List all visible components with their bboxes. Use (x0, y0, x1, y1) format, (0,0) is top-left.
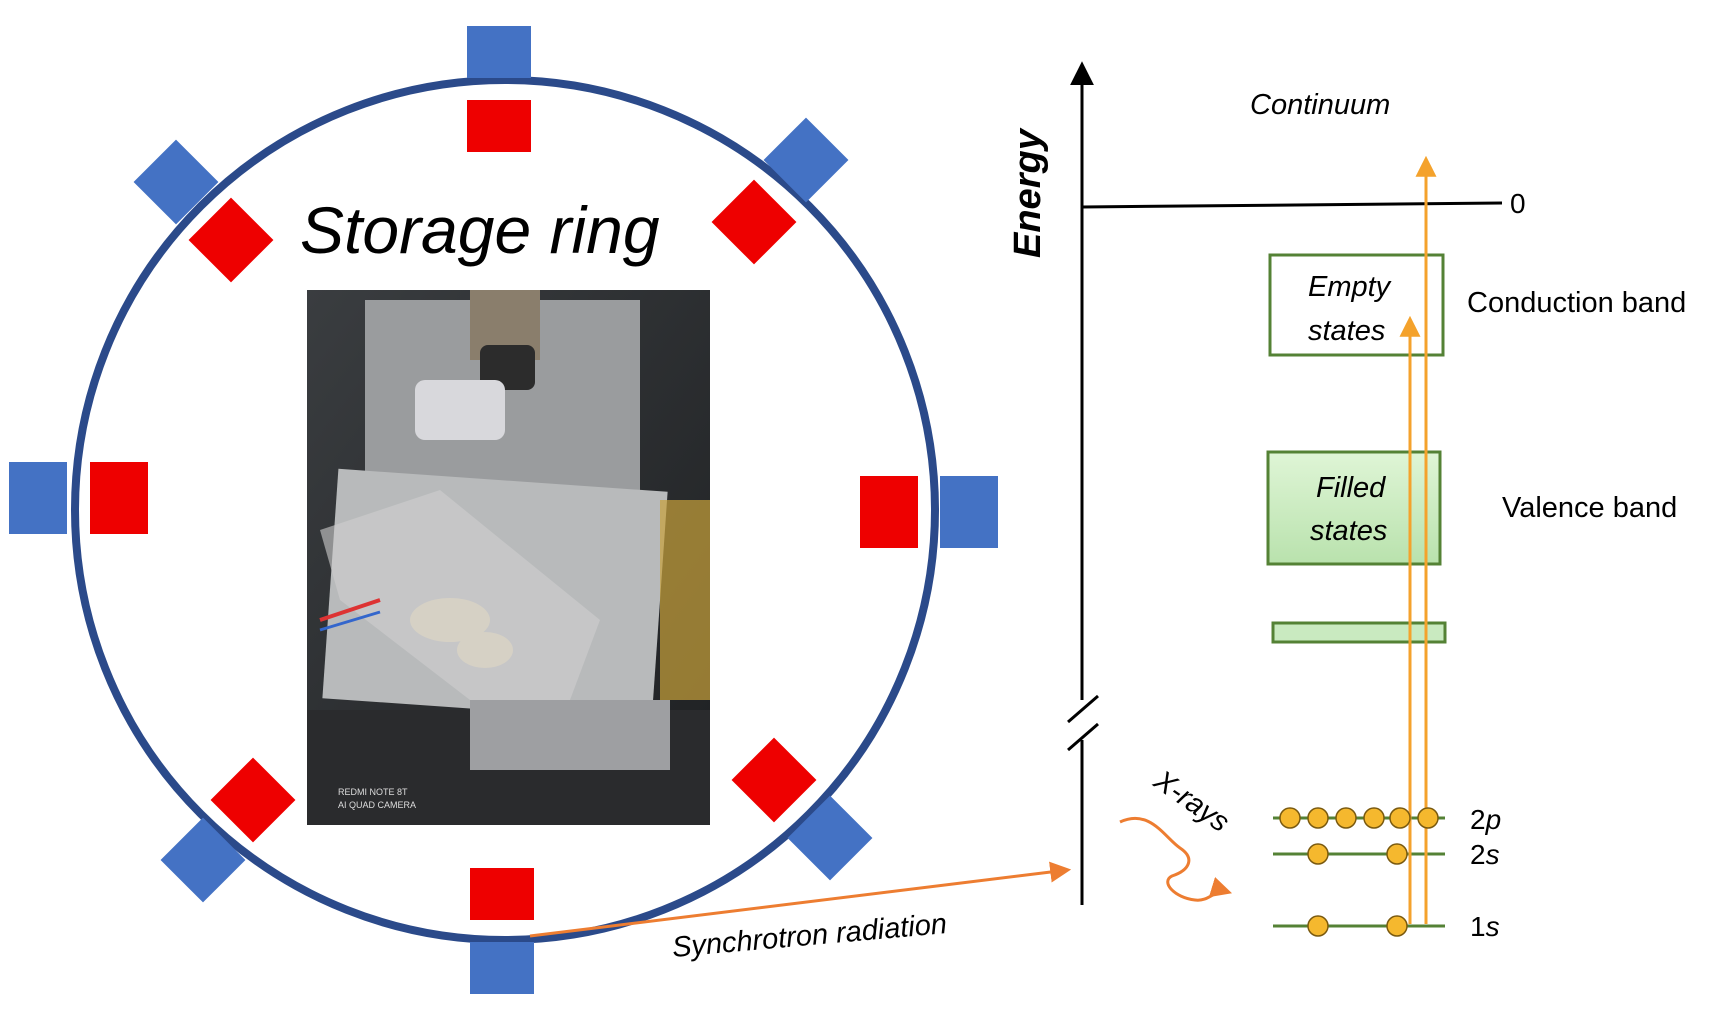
magnet-blue-bottom (470, 942, 534, 994)
zero-energy-line (1081, 201, 1503, 209)
storage-ring-group: REDMI NOTE 8T AI QUAD CAMERA Storage rin… (9, 26, 1072, 994)
magnet-blue-right (940, 476, 998, 548)
electron (1417, 807, 1439, 829)
sample-photo: REDMI NOTE 8T AI QUAD CAMERA (307, 290, 710, 825)
thin-band (1271, 621, 1447, 644)
empty-states-line1: Empty (1308, 271, 1392, 303)
energy-diagram: Energy Continuum 0 Empty states Conducti… (1007, 61, 1686, 942)
xrays-label: X-rays (1147, 764, 1235, 839)
synchrotron-radiation-label: Synchrotron radiation (671, 908, 948, 964)
magnet-blue-topleft (133, 139, 219, 225)
magnet-blue-top (467, 26, 531, 78)
photo-caption-1: REDMI NOTE 8T (338, 787, 408, 797)
valence-band-label: Valence band (1502, 492, 1677, 524)
electron (1279, 807, 1301, 829)
electron (1363, 807, 1385, 829)
empty-states-box (1268, 253, 1445, 357)
magnet-red-topright (711, 179, 797, 265)
magnet-red-bottomright (731, 737, 817, 823)
level-1s-orbital: s (1486, 911, 1500, 942)
axis-break-mark-2 (1067, 722, 1099, 752)
continuum-label: Continuum (1250, 89, 1390, 121)
axis-break-mark-1 (1067, 694, 1099, 724)
zero-energy-label: 0 (1510, 188, 1526, 219)
magnet-blue-topright (763, 117, 849, 203)
electrons (1279, 807, 1439, 937)
level-2p-label: 2p (1470, 804, 1501, 835)
magnet-red-bottom (470, 868, 534, 920)
magnet-red-right (860, 476, 918, 548)
storage-ring-title: Storage ring (300, 193, 660, 267)
level-2p-orbital: p (1485, 804, 1502, 835)
magnet-red-left (90, 462, 148, 534)
magnet-red-bottomleft (210, 757, 296, 843)
electron (1307, 915, 1329, 937)
empty-states-line2: states (1308, 315, 1385, 347)
magnet-blue-left (9, 462, 67, 534)
electron (1389, 807, 1411, 829)
electron (1307, 843, 1329, 865)
filled-states-line2: states (1310, 515, 1387, 547)
electron (1307, 807, 1329, 829)
conduction-band-label: Conduction band (1467, 287, 1686, 319)
photo-caption-2: AI QUAD CAMERA (338, 800, 416, 810)
xray-wave-arrow (1119, 816, 1233, 902)
level-2s-label: 2s (1470, 839, 1500, 870)
filled-states-line1: Filled (1316, 472, 1386, 504)
electron (1386, 843, 1408, 865)
storage-ring-circle (71, 76, 939, 944)
magnet-blue-bottomleft (160, 817, 246, 903)
magnet-blue-bottomright (787, 795, 873, 881)
electron (1335, 807, 1357, 829)
energy-axis-label: Energy (1007, 127, 1049, 258)
filled-states-box (1266, 450, 1442, 566)
synchrotron-radiation-arrow (529, 861, 1072, 938)
level-1s-label: 1s (1470, 911, 1500, 942)
magnet-red-top (467, 100, 531, 152)
level-2s-orbital: s (1486, 839, 1500, 870)
electron (1386, 915, 1408, 937)
